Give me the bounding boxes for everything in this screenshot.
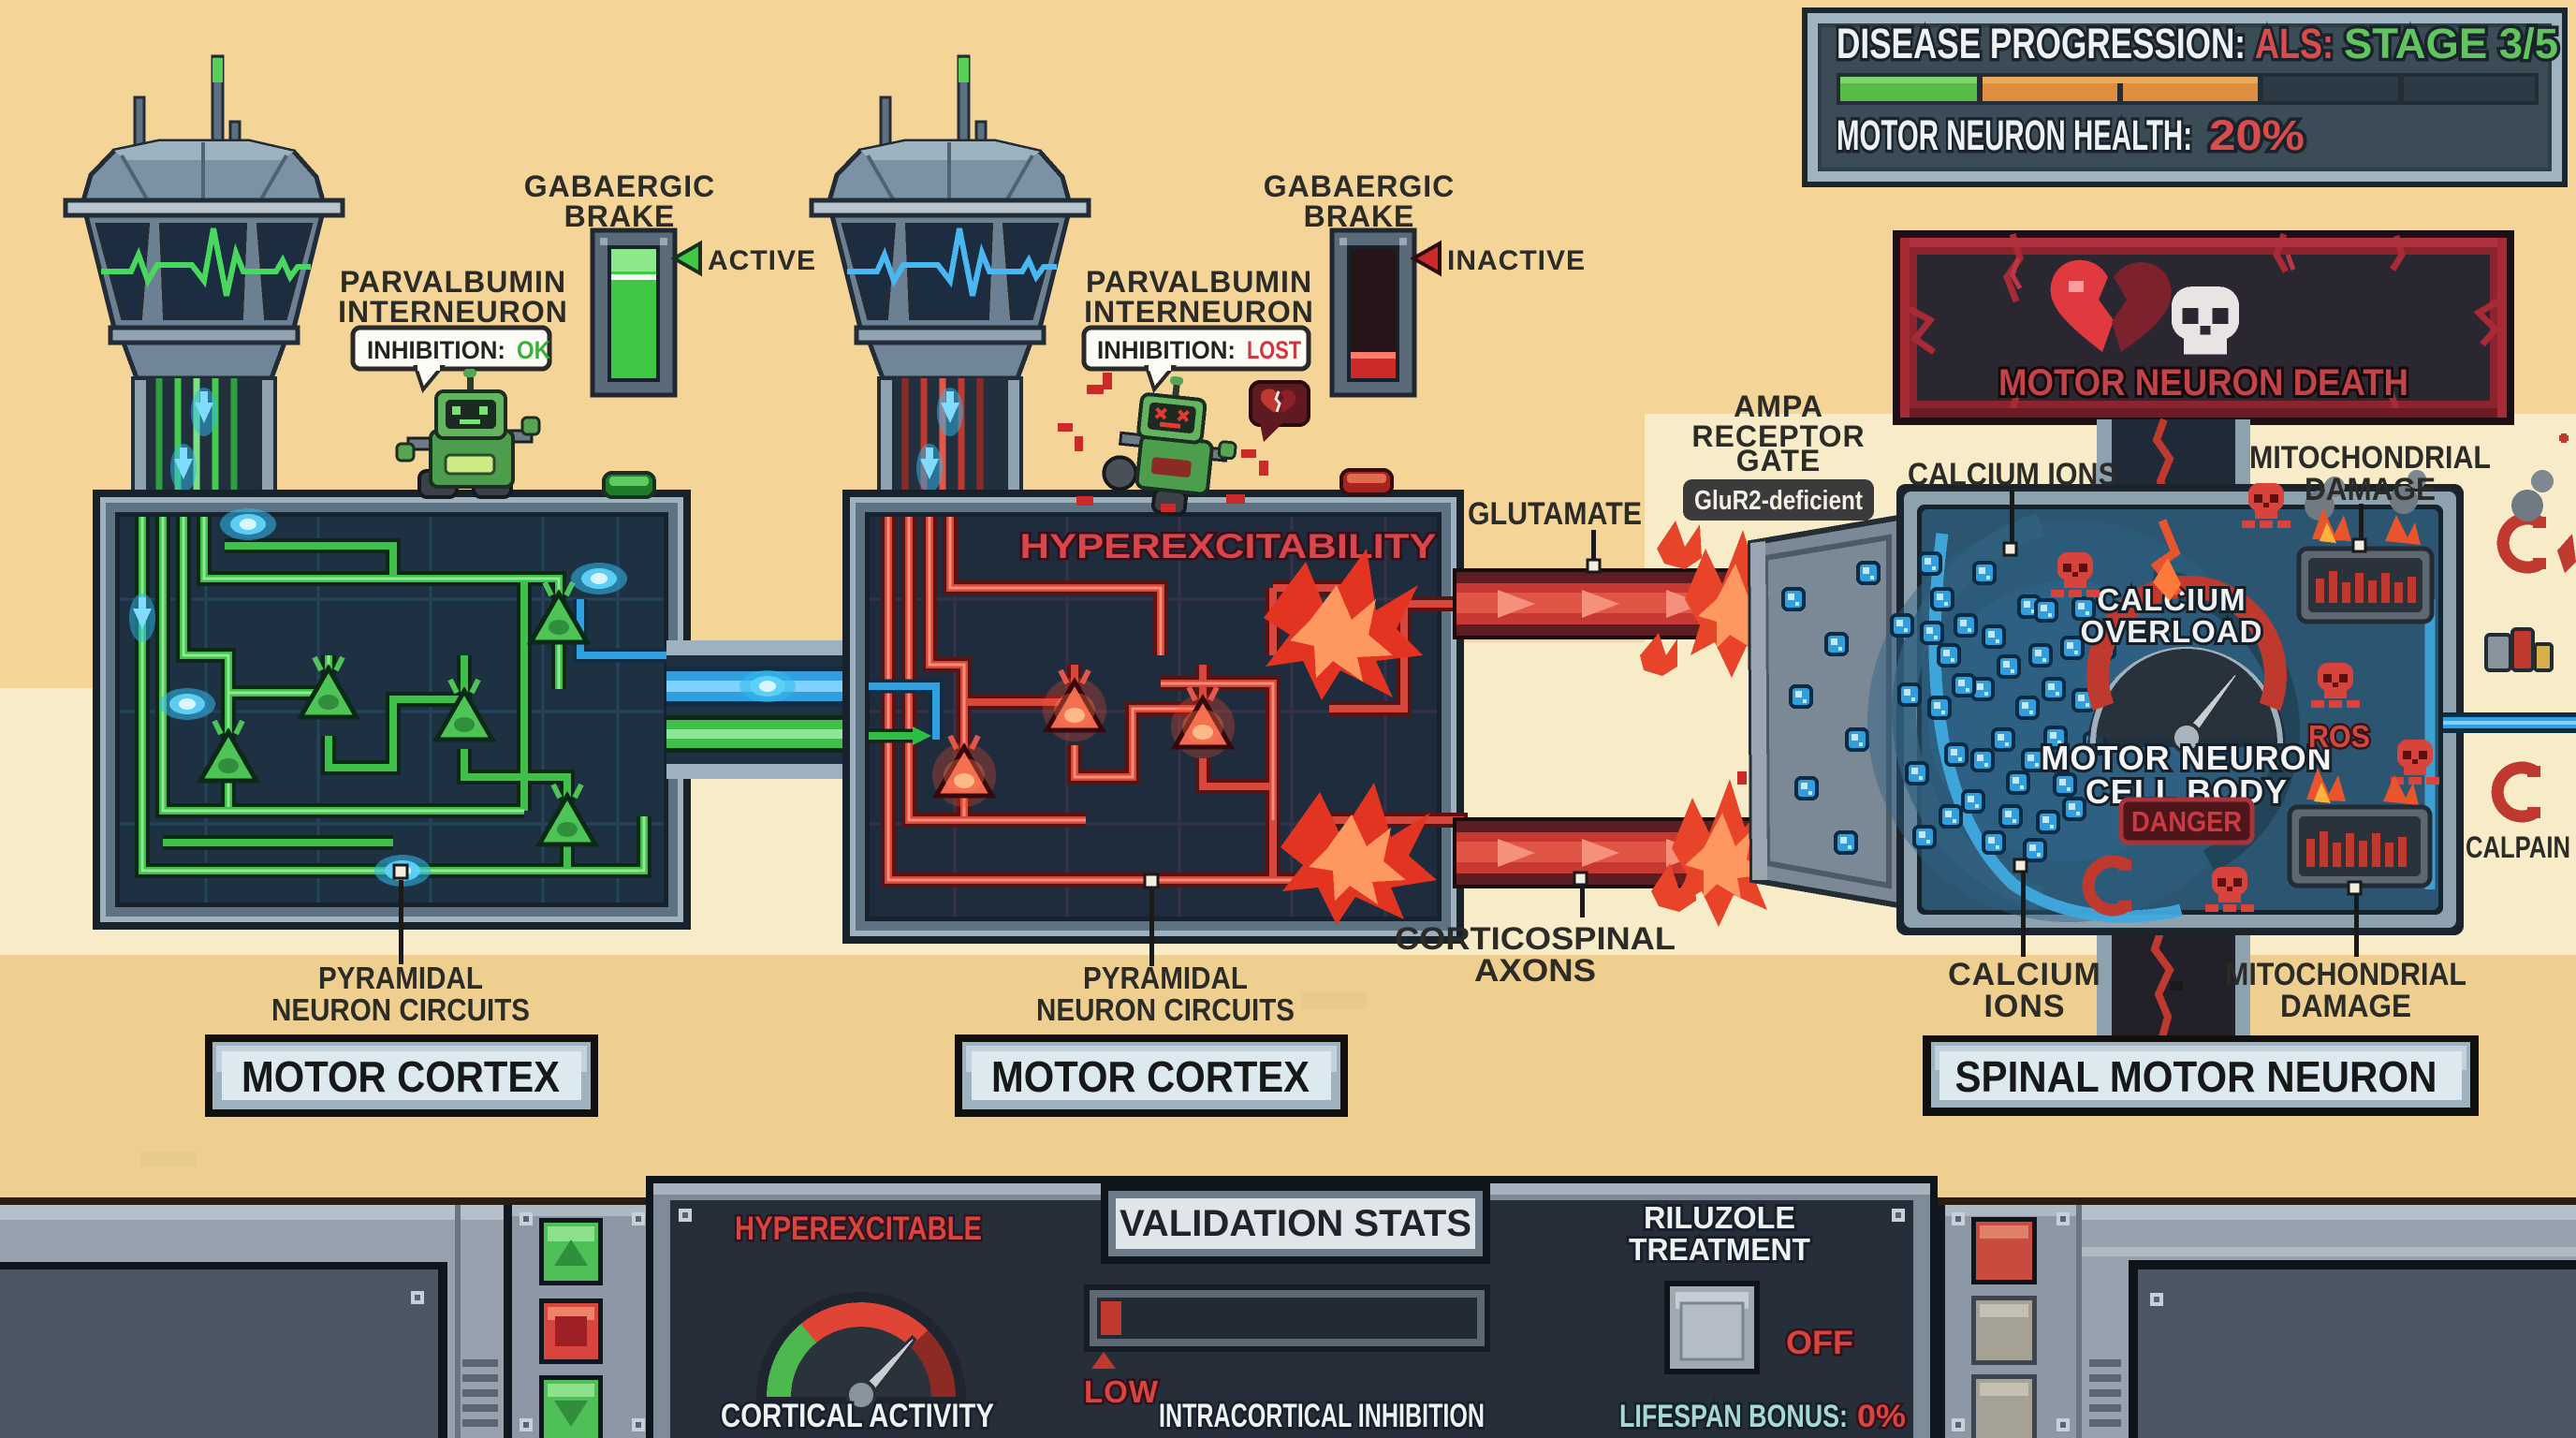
svg-text:DANGER: DANGER bbox=[2131, 805, 2242, 838]
svg-text:CALCIUM: CALCIUM bbox=[1948, 957, 2101, 992]
svg-text:IONS: IONS bbox=[1983, 989, 2065, 1024]
svg-text:VALIDATION STATS: VALIDATION STATS bbox=[1120, 1203, 1471, 1244]
svg-text:SPINAL MOTOR NEURON: SPINAL MOTOR NEURON bbox=[1955, 1052, 2437, 1101]
svg-text:PARVALBUMIN: PARVALBUMIN bbox=[340, 265, 566, 299]
svg-text:GABAERGIC: GABAERGIC bbox=[1264, 169, 1456, 203]
svg-text:MOTOR NEURON DEATH: MOTOR NEURON DEATH bbox=[1998, 362, 2408, 404]
svg-text:LOW: LOW bbox=[1084, 1374, 1159, 1409]
svg-text:MITOCHONDRIAL: MITOCHONDRIAL bbox=[2249, 440, 2491, 476]
svg-text:MOTOR NEURON: MOTOR NEURON bbox=[2041, 739, 2332, 777]
svg-text:PYRAMIDAL: PYRAMIDAL bbox=[318, 961, 483, 995]
svg-text:GLUTAMATE: GLUTAMATE bbox=[1468, 496, 1642, 532]
svg-text:MOTOR CORTEX: MOTOR CORTEX bbox=[991, 1052, 1310, 1101]
svg-text:MOTOR NEURON HEALTH:: MOTOR NEURON HEALTH: bbox=[1837, 111, 2192, 159]
svg-text:INTERNEURON: INTERNEURON bbox=[1084, 295, 1314, 329]
svg-text:0%: 0% bbox=[1857, 1399, 1906, 1434]
svg-text:ACTIVE: ACTIVE bbox=[708, 245, 816, 276]
svg-text:CALPAIN: CALPAIN bbox=[2466, 830, 2570, 864]
svg-text:ROS: ROS bbox=[2308, 719, 2370, 754]
svg-text:LIFESPAN BONUS:: LIFESPAN BONUS: bbox=[1619, 1399, 1848, 1434]
svg-text:ALS:: ALS: bbox=[2255, 20, 2334, 67]
svg-text:OVERLOAD: OVERLOAD bbox=[2080, 614, 2262, 649]
svg-text:GluR2-deficient: GluR2-deficient bbox=[1694, 486, 1863, 516]
svg-text:PYRAMIDAL: PYRAMIDAL bbox=[1083, 961, 1248, 995]
svg-text:INTERNEURON: INTERNEURON bbox=[338, 295, 568, 329]
svg-text:INACTIVE: INACTIVE bbox=[1447, 245, 1586, 276]
svg-text:CALCIUM IONS: CALCIUM IONS bbox=[1908, 457, 2117, 492]
svg-text:INHIBITION:: INHIBITION: bbox=[367, 336, 505, 364]
svg-text:HYPEREXCITABILITY: HYPEREXCITABILITY bbox=[1020, 527, 1437, 565]
svg-text:DAMAGE: DAMAGE bbox=[2280, 989, 2411, 1024]
svg-text:BRAKE: BRAKE bbox=[564, 199, 676, 233]
svg-text:TREATMENT: TREATMENT bbox=[1629, 1232, 1810, 1267]
svg-text:LOST: LOST bbox=[1247, 336, 1301, 364]
svg-text:GATE: GATE bbox=[1736, 444, 1822, 477]
svg-text:NEURON CIRCUITS: NEURON CIRCUITS bbox=[271, 992, 530, 1027]
svg-text:OFF: OFF bbox=[1786, 1325, 1853, 1361]
svg-text:DISEASE PROGRESSION:: DISEASE PROGRESSION: bbox=[1837, 20, 2246, 67]
svg-text:STAGE 3/5: STAGE 3/5 bbox=[2344, 20, 2558, 67]
svg-text:AMPA: AMPA bbox=[1734, 389, 1823, 423]
svg-text:MOTOR CORTEX: MOTOR CORTEX bbox=[242, 1052, 560, 1101]
svg-text:CORTICOSPINAL: CORTICOSPINAL bbox=[1395, 921, 1676, 957]
svg-text:INTRACORTICAL INHIBITION: INTRACORTICAL INHIBITION bbox=[1159, 1398, 1485, 1434]
svg-text:OK: OK bbox=[517, 336, 550, 364]
svg-text:MITOCHONDRIAL: MITOCHONDRIAL bbox=[2225, 957, 2466, 992]
svg-text:GABAERGIC: GABAERGIC bbox=[524, 169, 716, 203]
svg-text:NEURON CIRCUITS: NEURON CIRCUITS bbox=[1036, 992, 1295, 1027]
svg-text:RILUZOLE: RILUZOLE bbox=[1644, 1200, 1795, 1235]
svg-text:RECEPTOR: RECEPTOR bbox=[1691, 419, 1865, 453]
svg-text:DAMAGE: DAMAGE bbox=[2305, 472, 2436, 507]
svg-text:CORTICAL ACTIVITY: CORTICAL ACTIVITY bbox=[721, 1398, 994, 1434]
svg-text:BRAKE: BRAKE bbox=[1304, 199, 1415, 233]
svg-text:PARVALBUMIN: PARVALBUMIN bbox=[1086, 265, 1312, 299]
svg-text:AXONS: AXONS bbox=[1474, 953, 1596, 989]
svg-text:HYPEREXCITABLE: HYPEREXCITABLE bbox=[735, 1211, 982, 1247]
svg-text:INHIBITION:: INHIBITION: bbox=[1097, 336, 1236, 364]
svg-text:20%: 20% bbox=[2209, 111, 2305, 159]
